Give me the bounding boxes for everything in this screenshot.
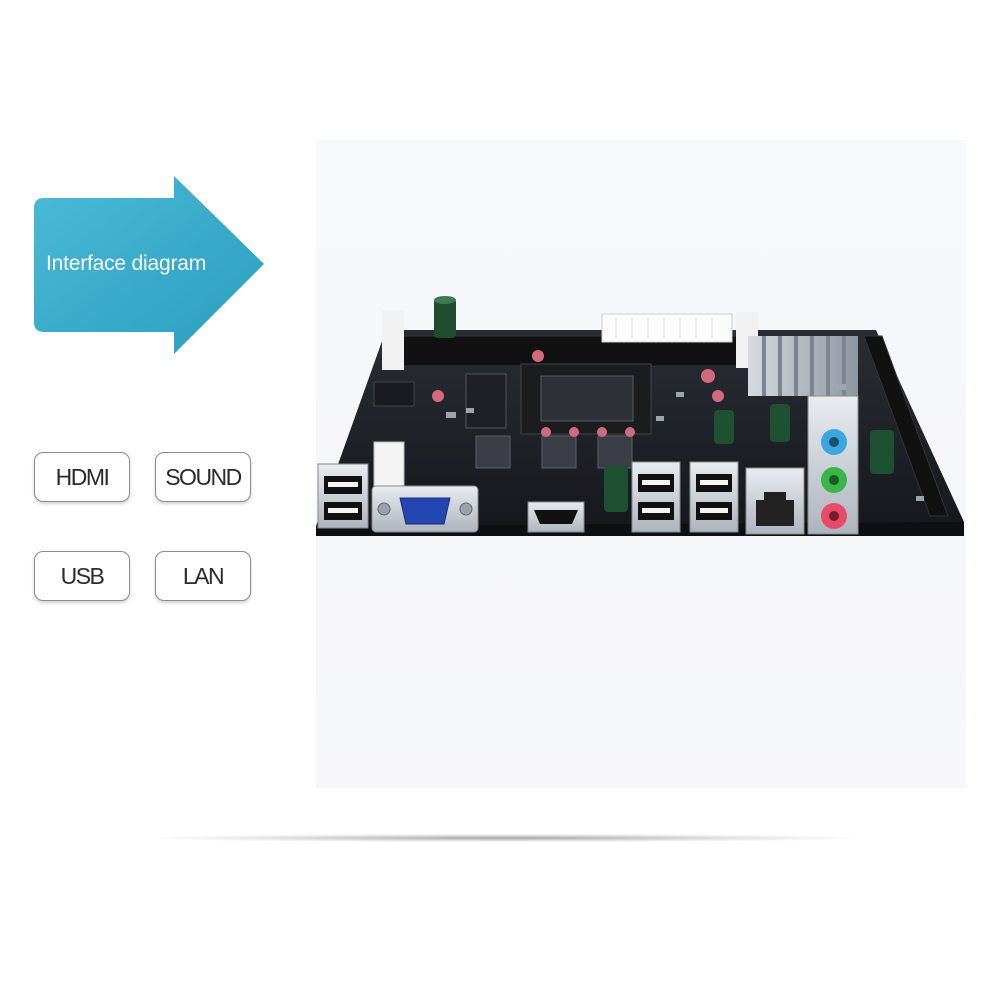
arrow-shape [34,176,264,354]
vga-port [371,485,479,533]
usb-button[interactable]: USB [34,551,130,601]
ram-clip-left [382,310,404,370]
capacitor [434,298,456,338]
motherboard-illustration [316,296,964,536]
atx-power-connector [601,313,733,343]
pcie-slot [863,335,949,517]
lan-port [745,467,805,535]
usb-port-right [689,461,739,533]
sound-button[interactable]: SOUND [155,452,251,502]
usb-port-left [317,463,369,529]
lan-button[interactable]: LAN [155,551,251,601]
usb-port-middle [631,461,681,533]
hdmi-button[interactable]: HDMI [34,452,130,502]
interface-diagram-banner: Interface diagram [34,176,266,354]
audio-jacks [807,395,859,535]
hdmi-port [527,501,585,533]
banner-label: Interface diagram [46,252,207,275]
cpu-power-connector [373,441,405,491]
bottom-shadow-divider [160,834,850,842]
motherboard-photo [316,296,966,546]
